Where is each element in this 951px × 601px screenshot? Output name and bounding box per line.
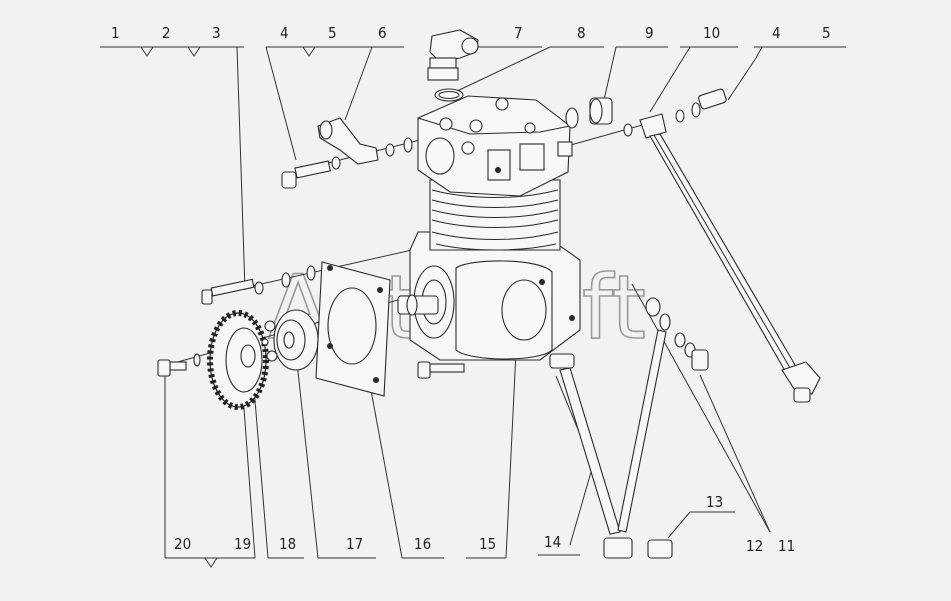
fitting-part-11-12 bbox=[645, 297, 709, 371]
callout-17: 17 bbox=[346, 535, 363, 553]
hose-assembly-part-14 bbox=[549, 329, 673, 559]
fitting-part-9 bbox=[565, 97, 633, 137]
callout-5-right: 5 bbox=[822, 24, 831, 42]
o-ring-part-8 bbox=[434, 88, 464, 102]
compressor-cylinder-head bbox=[417, 95, 573, 197]
drive-hub-part-17 bbox=[261, 309, 319, 371]
callout-3: 3 bbox=[212, 24, 221, 42]
callout-1: 1 bbox=[111, 24, 120, 42]
bolt-part-20 bbox=[157, 353, 201, 377]
callout-5-left: 5 bbox=[328, 24, 337, 42]
elbow-fitting-part-7 bbox=[427, 29, 479, 81]
drive-gear-part-18 bbox=[207, 310, 269, 410]
callout-bar-16 bbox=[367, 373, 444, 559]
callout-16: 16 bbox=[414, 535, 431, 553]
callout-bar-1-2-3 bbox=[100, 46, 246, 291]
callout-14: 14 bbox=[544, 533, 561, 551]
banjo-bolt-part-4-5-right bbox=[675, 88, 727, 123]
callout-bar-14 bbox=[538, 464, 594, 556]
callout-bar-4-5-6 bbox=[265, 46, 404, 161]
callout-bar-12-11 bbox=[631, 283, 771, 533]
air-pipe-part-10 bbox=[639, 113, 821, 403]
callout-12: 12 bbox=[746, 537, 763, 555]
compressor-crankcase-part-15 bbox=[397, 231, 581, 379]
callout-13: 13 bbox=[706, 493, 723, 511]
callout-4-left: 4 bbox=[280, 24, 289, 42]
callout-bar-17 bbox=[296, 361, 376, 559]
callout-2: 2 bbox=[162, 24, 171, 42]
callout-bar-13 bbox=[667, 511, 735, 539]
callout-15: 15 bbox=[479, 535, 496, 553]
callout-6: 6 bbox=[378, 24, 387, 42]
callout-4-right: 4 bbox=[772, 24, 781, 42]
gasket-part-16 bbox=[315, 261, 391, 397]
callout-19: 19 bbox=[234, 535, 251, 553]
bolt-part-1 bbox=[201, 265, 316, 305]
callout-11: 11 bbox=[778, 537, 795, 555]
callout-bar-4-5-right bbox=[727, 46, 846, 101]
callout-9: 9 bbox=[645, 24, 654, 42]
callout-7: 7 bbox=[514, 24, 523, 42]
callout-10: 10 bbox=[703, 24, 720, 42]
callout-8: 8 bbox=[577, 24, 586, 42]
callout-bar-20-19 bbox=[164, 375, 256, 568]
callout-20: 20 bbox=[174, 535, 191, 553]
callout-bar-7-8-9-10 bbox=[454, 46, 738, 113]
callout-bar-18 bbox=[252, 375, 304, 559]
banjo-fitting-part-6 bbox=[281, 117, 413, 189]
callout-18: 18 bbox=[279, 535, 296, 553]
